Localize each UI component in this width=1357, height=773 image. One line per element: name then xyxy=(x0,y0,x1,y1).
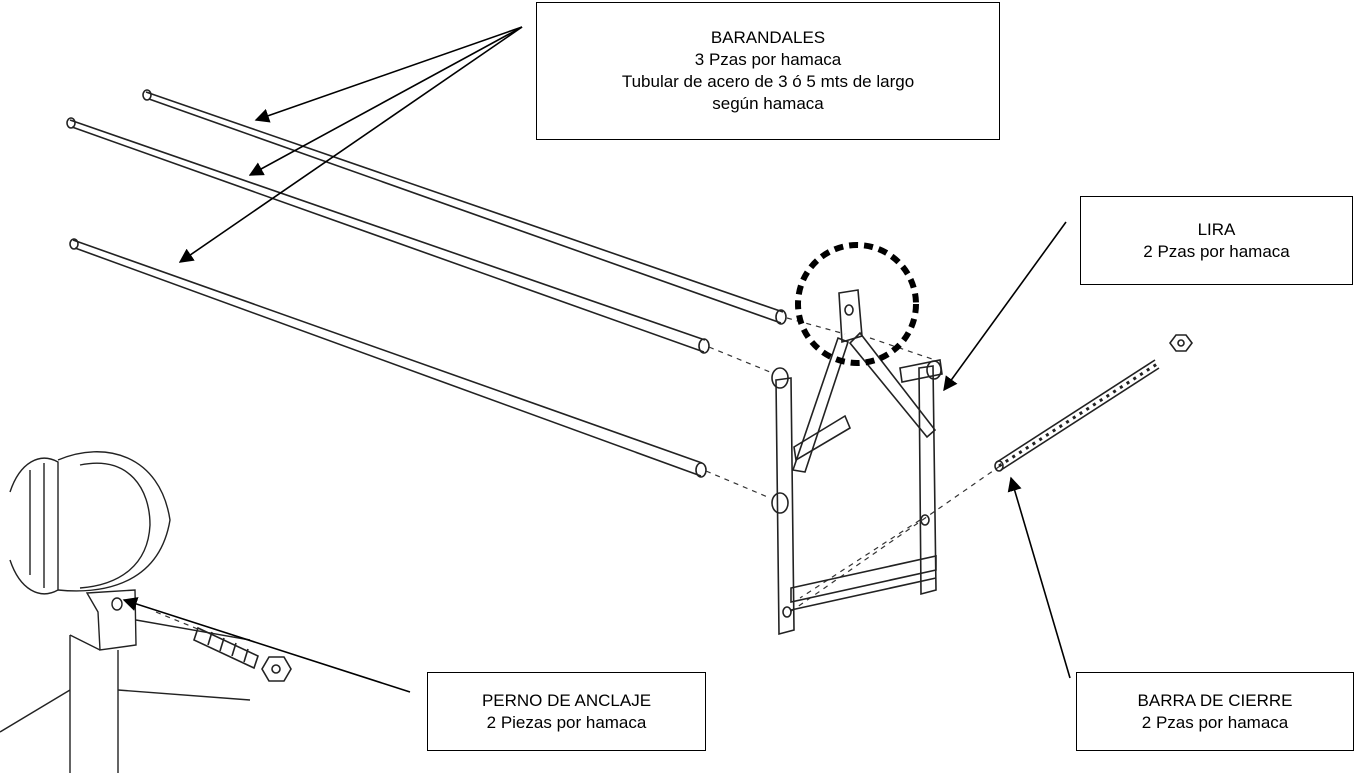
callout-barra-title: BARRA DE CIERRE xyxy=(1137,690,1293,710)
arrow-perno xyxy=(122,597,411,693)
callout-perno-title: PERNO DE ANCLAJE xyxy=(481,690,652,710)
arrow-barra xyxy=(1007,476,1071,679)
insertion-guides xyxy=(155,317,1001,633)
callout-barra-line1: 2 Pzas por hamaca xyxy=(1141,712,1289,732)
anchor-bracket xyxy=(0,589,251,773)
callout-perno-de-anclaje: PERNO DE ANCLAJE 2 Piezas por hamaca xyxy=(427,672,706,751)
anchor-bolt-nut xyxy=(261,656,292,682)
closing-bar xyxy=(994,359,1160,472)
detail-highlight-circle xyxy=(795,242,919,366)
callout-barandales-line2: Tubular de acero de 3 ó 5 mts de largo xyxy=(621,72,915,91)
reel-detail xyxy=(9,451,171,595)
callout-barandales-line1: 3 Pzas por hamaca xyxy=(694,50,842,69)
closing-bar-nut xyxy=(1169,334,1193,352)
arrow-barandal-top xyxy=(254,26,523,123)
callout-lira: LIRA 2 Pzas por hamaca xyxy=(1080,196,1353,285)
callout-lira-line1: 2 Pzas por hamaca xyxy=(1143,241,1290,261)
callout-barandales: BARANDALES 3 Pzas por hamaca Tubular de … xyxy=(536,2,1000,140)
railing-tube-bottom xyxy=(69,238,707,478)
callout-perno-line1: 2 Piezas por hamaca xyxy=(486,712,647,732)
railing-tube-middle xyxy=(66,117,710,354)
arrow-barandal-bottom xyxy=(178,26,523,263)
callout-barra-de-cierre: BARRA DE CIERRE 2 Pzas por hamaca xyxy=(1076,672,1354,751)
leader-arrows xyxy=(122,26,1071,693)
arrow-lira xyxy=(943,221,1067,392)
anchor-bolt xyxy=(193,626,259,670)
callout-lira-title: LIRA xyxy=(1197,219,1236,239)
arrow-barandal-middle xyxy=(248,26,523,176)
callout-barandales-title: BARANDALES xyxy=(710,28,826,47)
callout-barandales-line3: según hamaca xyxy=(712,94,824,113)
railing-tube-top xyxy=(142,89,787,325)
lira-frame xyxy=(771,289,943,636)
